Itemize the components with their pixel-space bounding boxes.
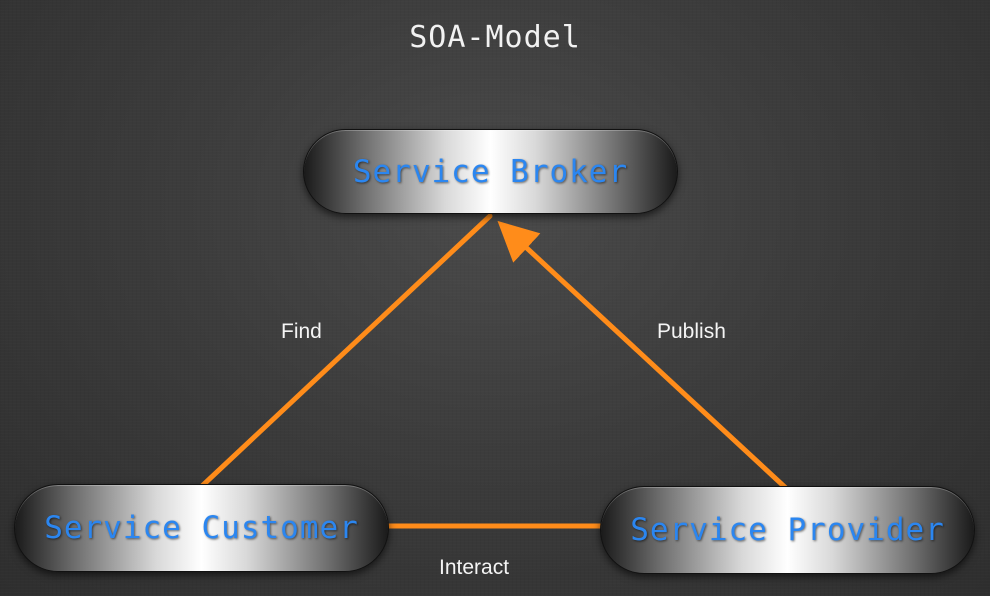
service-provider-node: Service Provider xyxy=(600,486,975,574)
find-label: Find xyxy=(281,320,322,343)
diagram-title: SOA-Model xyxy=(409,20,581,55)
service-provider-label: Service Provider xyxy=(630,512,945,548)
service-broker-node: Service Broker xyxy=(303,129,678,214)
publish-label: Publish xyxy=(657,320,726,343)
interact-label: Interact xyxy=(439,556,510,579)
find-connector xyxy=(199,213,493,489)
service-customer-label: Service Customer xyxy=(44,510,359,546)
service-broker-label: Service Broker xyxy=(352,153,629,190)
service-customer-node: Service Customer xyxy=(14,484,389,572)
publish-connector xyxy=(497,220,790,492)
